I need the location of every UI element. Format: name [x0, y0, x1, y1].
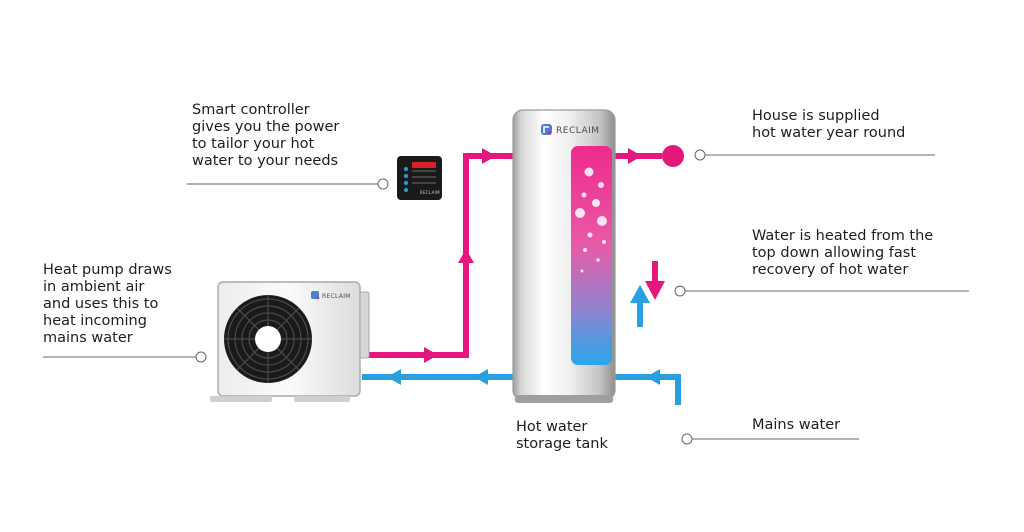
flow-arrow-right-3 [628, 148, 642, 164]
mains-inlet-pipe [612, 374, 681, 405]
hot-water-tank: RECLAIM [512, 109, 616, 403]
smart-controller: RECLAIM [397, 156, 442, 200]
svg-text:RECLAIM: RECLAIM [420, 190, 440, 195]
flow-arrow-left-1 [474, 369, 488, 385]
controller-annotation: Smart controller gives you the power to … [192, 102, 340, 169]
leader-lines [43, 149, 969, 445]
flow-arrow-right-1 [424, 347, 438, 363]
flow-arrow-right-2 [482, 148, 496, 164]
flow-arrow-up [458, 249, 474, 263]
down-arrow-icon [645, 261, 665, 300]
flow-arrow-left-3 [646, 369, 660, 385]
up-arrow-icon [630, 285, 650, 327]
heat-pump-annotation: Heat pump draws in ambient air and uses … [43, 262, 172, 346]
tank-logo: RECLAIM [541, 124, 600, 136]
heat-bubbles [575, 167, 607, 273]
heating-annotation: Water is heated from the top down allowi… [752, 228, 934, 278]
svg-text:RECLAIM: RECLAIM [556, 126, 600, 136]
flow-arrow-left-2 [387, 369, 401, 385]
svg-text:RECLAIM: RECLAIM [322, 293, 351, 300]
house-annotation: House is supplied hot water year round [752, 108, 906, 141]
mains-annotation: Mains water [752, 417, 841, 433]
unit-logo: RECLAIM [311, 291, 351, 300]
fan-icon [224, 295, 312, 383]
tap-outlet-icon [662, 145, 684, 167]
tank-annotation: Hot water storage tank [516, 419, 608, 452]
heat-pump-unit: RECLAIM [210, 281, 370, 402]
water-column [571, 146, 612, 365]
